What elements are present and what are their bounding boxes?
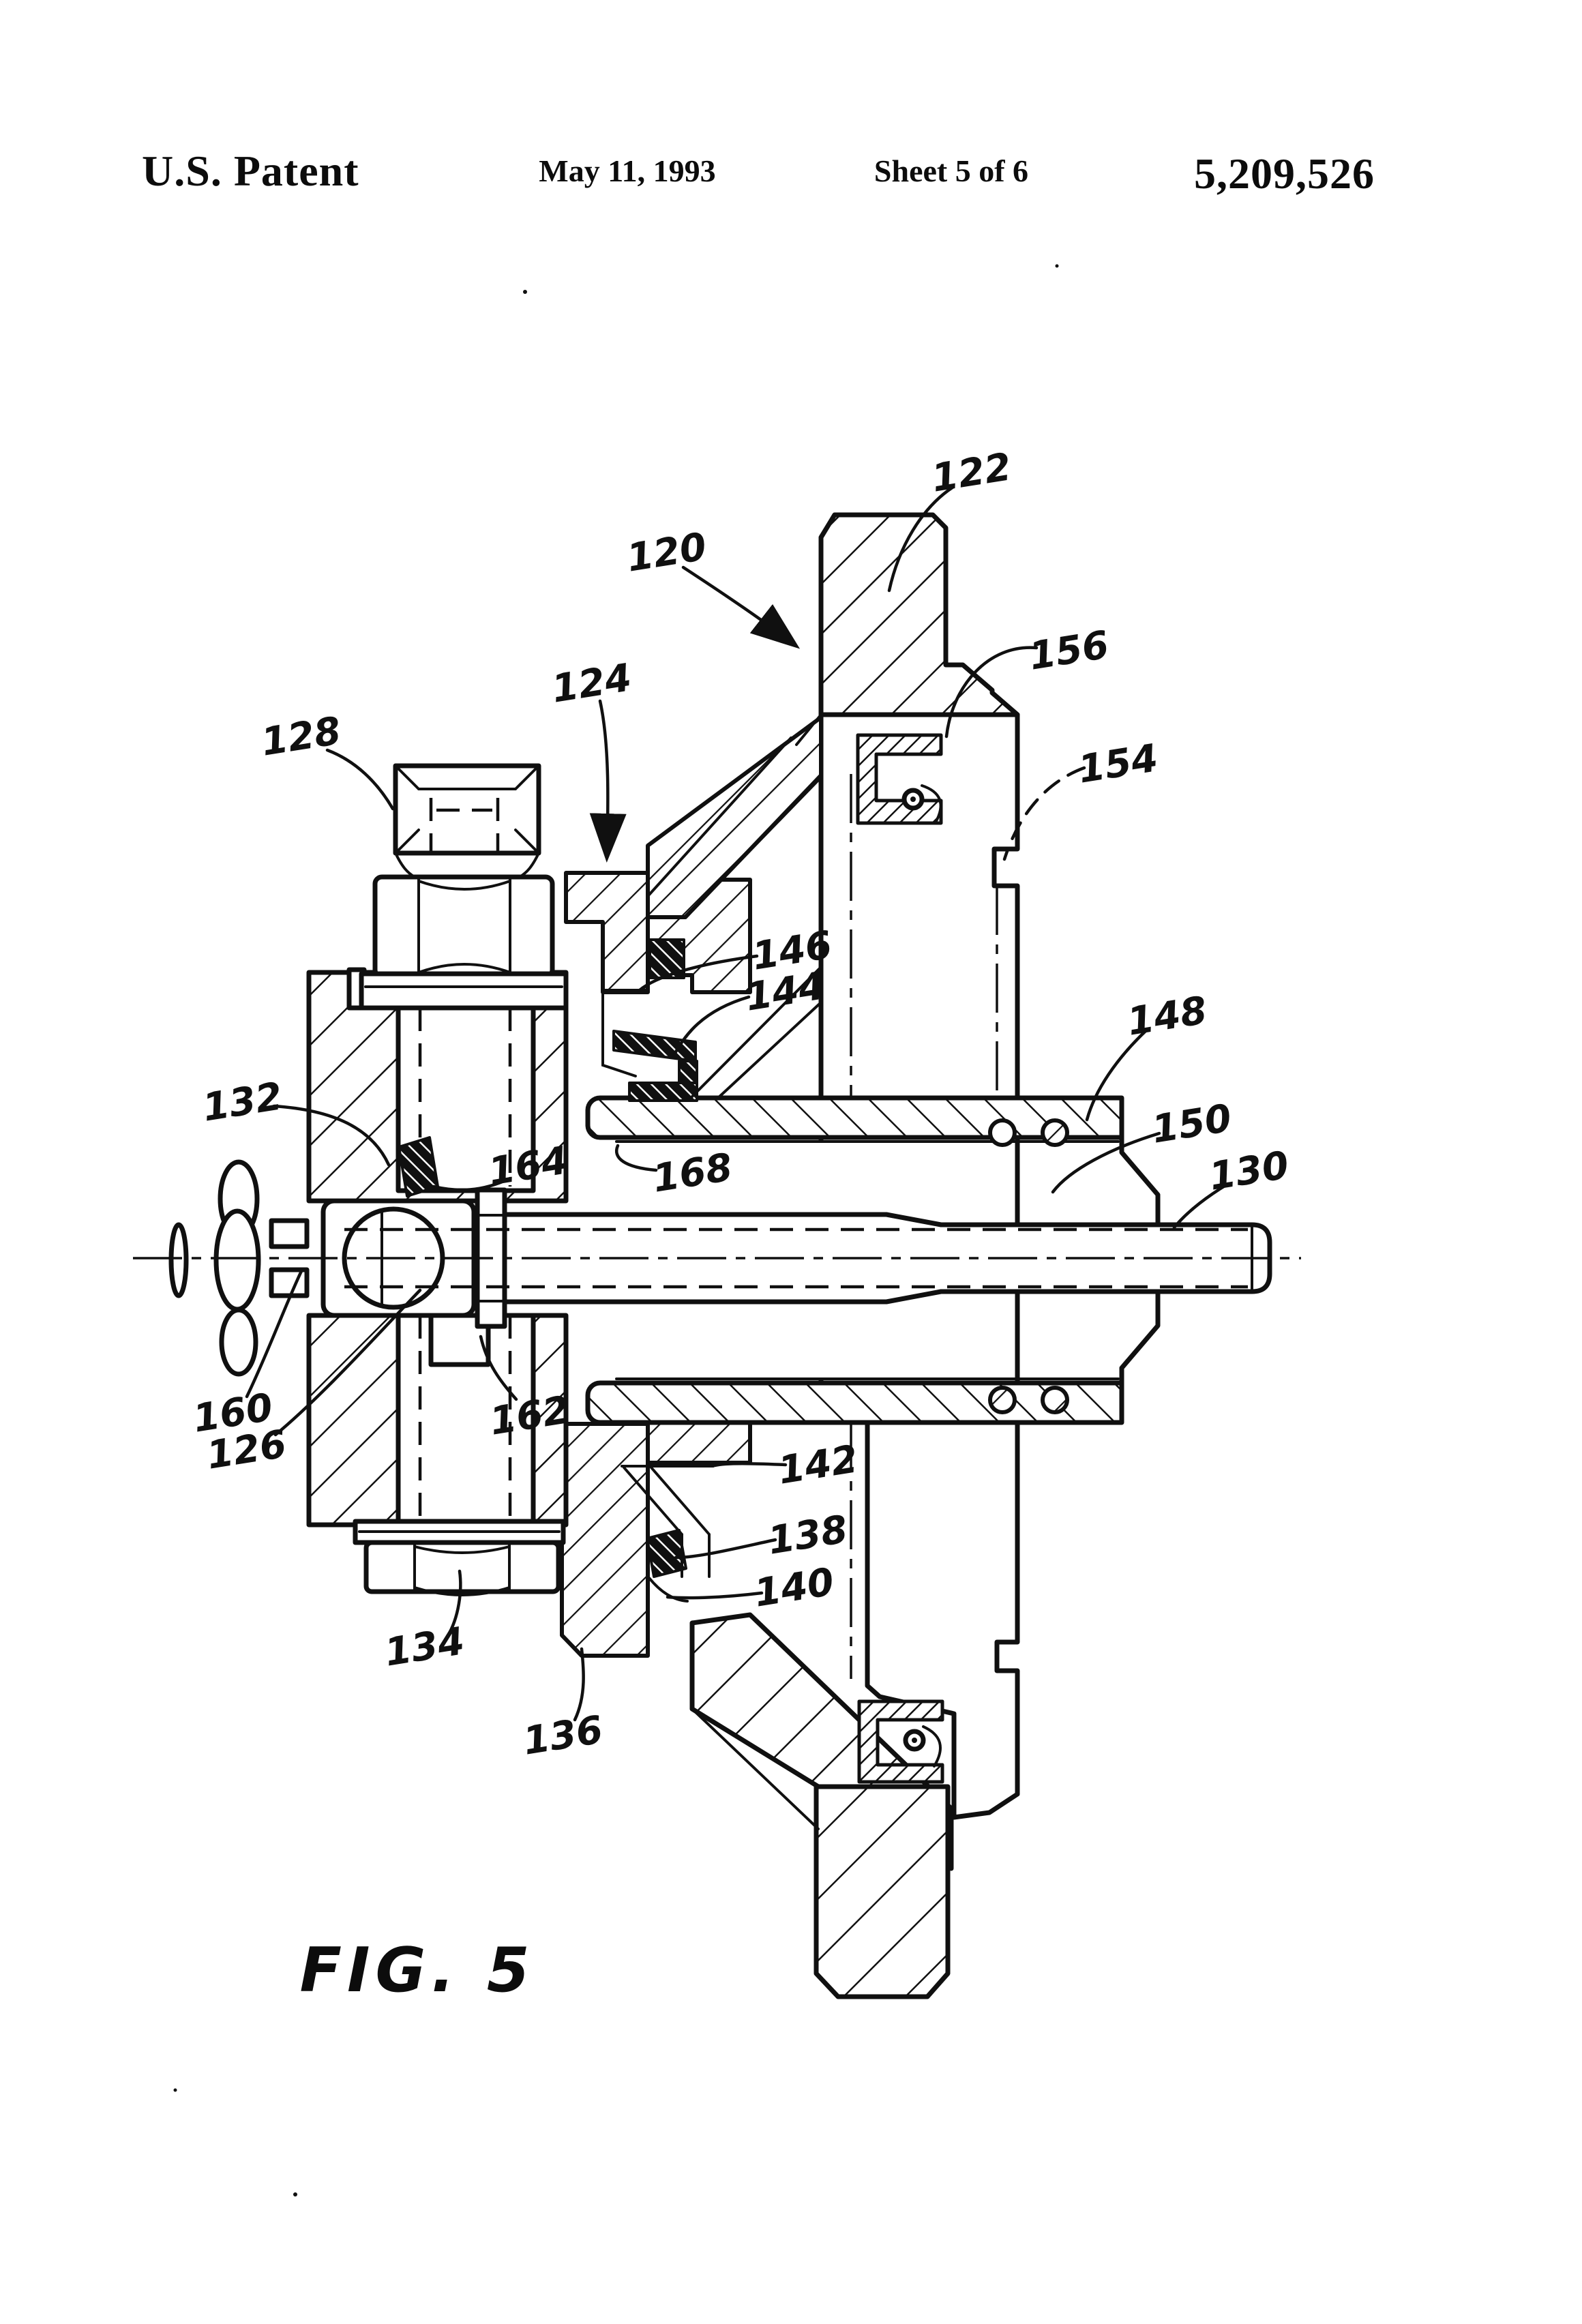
- figure-caption: FIG. 5: [300, 1935, 535, 2006]
- ref-label-140: 140: [751, 1560, 837, 1615]
- seal-bottom-curl: [922, 1725, 942, 1768]
- ref-label-136: 136: [520, 1708, 606, 1763]
- leader-140: [666, 1591, 764, 1600]
- ref-label-120: 120: [624, 524, 710, 580]
- part-top-flange-arm: [818, 512, 1020, 717]
- barrel-right-end-top: [1119, 1135, 1161, 1227]
- sheet-indicator: Sheet 5 of 6: [874, 153, 1028, 188]
- lower-retainer-outline: [621, 1465, 715, 1578]
- leader-134: [445, 1569, 462, 1639]
- part-barrel-top-wall: [585, 1095, 1124, 1140]
- bolt-neck-fillets: [394, 852, 540, 878]
- upper-washer: [359, 971, 569, 1011]
- plug-screw-top-left: [988, 1118, 1017, 1147]
- patent-number: 5,209,526: [1194, 149, 1375, 198]
- shaft-seal-bottom: [857, 1699, 944, 1784]
- leader-128: [325, 748, 395, 811]
- ref-label-124: 124: [549, 655, 635, 711]
- figure-5-drawing: 122 120 156 154 124 128 146 144 148 132 …: [133, 264, 1301, 2196]
- scan-speck: [1055, 264, 1059, 268]
- leader-168: [615, 1144, 658, 1172]
- ref-label-156: 156: [1026, 623, 1112, 679]
- leader-120: [681, 565, 801, 649]
- garter-spring-top-dot: [910, 796, 916, 802]
- seal-wedge-164: [398, 1136, 439, 1197]
- seal-lip-144a: [612, 1030, 697, 1062]
- patent-date: May 11, 1993: [539, 153, 715, 188]
- plug-screw-bottom-left: [988, 1386, 1017, 1414]
- scan-speck: [173, 2088, 177, 2092]
- patent-header-title: U.S. Patent: [142, 147, 359, 195]
- barrel-right-end-bottom: [1119, 1289, 1161, 1386]
- upper-seal-cup-outline: [601, 989, 648, 1077]
- plate-bore-hidden-line: [850, 774, 998, 1679]
- bolt-head: [393, 763, 541, 856]
- lock-nut-facets: [413, 1541, 511, 1596]
- seal-156-curl: [921, 784, 942, 824]
- ref-label-122: 122: [929, 445, 1015, 501]
- ref-label-168: 168: [650, 1145, 736, 1201]
- leader-154: [1002, 766, 1086, 861]
- garter-spring-bottom-dot: [912, 1738, 917, 1743]
- knob-lobe-bottom: [219, 1307, 258, 1377]
- leader-130: [1172, 1182, 1230, 1230]
- leader-164: [432, 1176, 512, 1192]
- ref-label-128: 128: [258, 709, 344, 764]
- seal-wedge-138: [646, 1529, 687, 1578]
- leader-160: [245, 1269, 303, 1399]
- bolt-hex-facets: [417, 876, 511, 978]
- bolt-hex-fitting: [372, 874, 555, 979]
- leader-122: [887, 485, 955, 593]
- leader-142: [713, 1462, 788, 1468]
- ref-label-130: 130: [1206, 1143, 1292, 1199]
- scan-speck: [523, 290, 527, 294]
- leader-138: [674, 1538, 777, 1560]
- part-bottom-flange-arm: [814, 1784, 951, 1999]
- ref-label-132: 132: [200, 1074, 286, 1130]
- leader-132: [272, 1104, 391, 1167]
- strut-inner-line: [691, 1708, 820, 1830]
- leader-136: [573, 1647, 585, 1722]
- ref-label-142: 142: [775, 1437, 861, 1493]
- shaft-collar-notches: [476, 1214, 506, 1302]
- scan-speck: [293, 2192, 297, 2196]
- part-barrel-bottom-wall: [585, 1380, 1124, 1425]
- ref-label-154: 154: [1075, 736, 1161, 792]
- plug-screw-bottom-right: [1041, 1386, 1069, 1414]
- part-lower-seal-carrier: [646, 1420, 752, 1465]
- bolt-head-chamfers: [394, 764, 540, 854]
- page-header: U.S. Patent May 11, 1993 Sheet 5 of 6 5,…: [142, 147, 1375, 198]
- part-lower-wall: [560, 1422, 650, 1658]
- knob-tip-lens: [168, 1222, 189, 1298]
- leader-148: [1085, 1029, 1148, 1122]
- retainer-cone-lines: [648, 713, 822, 1099]
- leader-124: [589, 699, 627, 863]
- ref-label-150: 150: [1149, 1096, 1235, 1152]
- leader-162: [479, 1335, 518, 1401]
- leader-126: [273, 1288, 422, 1437]
- ref-label-134: 134: [382, 1619, 468, 1675]
- leader-150: [1051, 1131, 1161, 1194]
- seal-lip-140-curve: [648, 1577, 689, 1603]
- lock-nut: [363, 1540, 561, 1594]
- leader-144: [672, 995, 751, 1058]
- shaft-hidden-bore-lines: [344, 1227, 1248, 1289]
- plug-screw-top-right: [1041, 1118, 1069, 1147]
- knob-stem-upper: [269, 1218, 310, 1249]
- leader-156: [944, 646, 1039, 739]
- part-upper-wall: [564, 871, 650, 994]
- leader-146: [638, 954, 759, 992]
- ref-label-148: 148: [1124, 988, 1210, 1044]
- ref-label-138: 138: [765, 1507, 851, 1563]
- knob-lobe-middle: [213, 1208, 261, 1312]
- seal-lip-144c: [628, 1082, 698, 1102]
- bolt-head-hidden-lines: [429, 798, 500, 851]
